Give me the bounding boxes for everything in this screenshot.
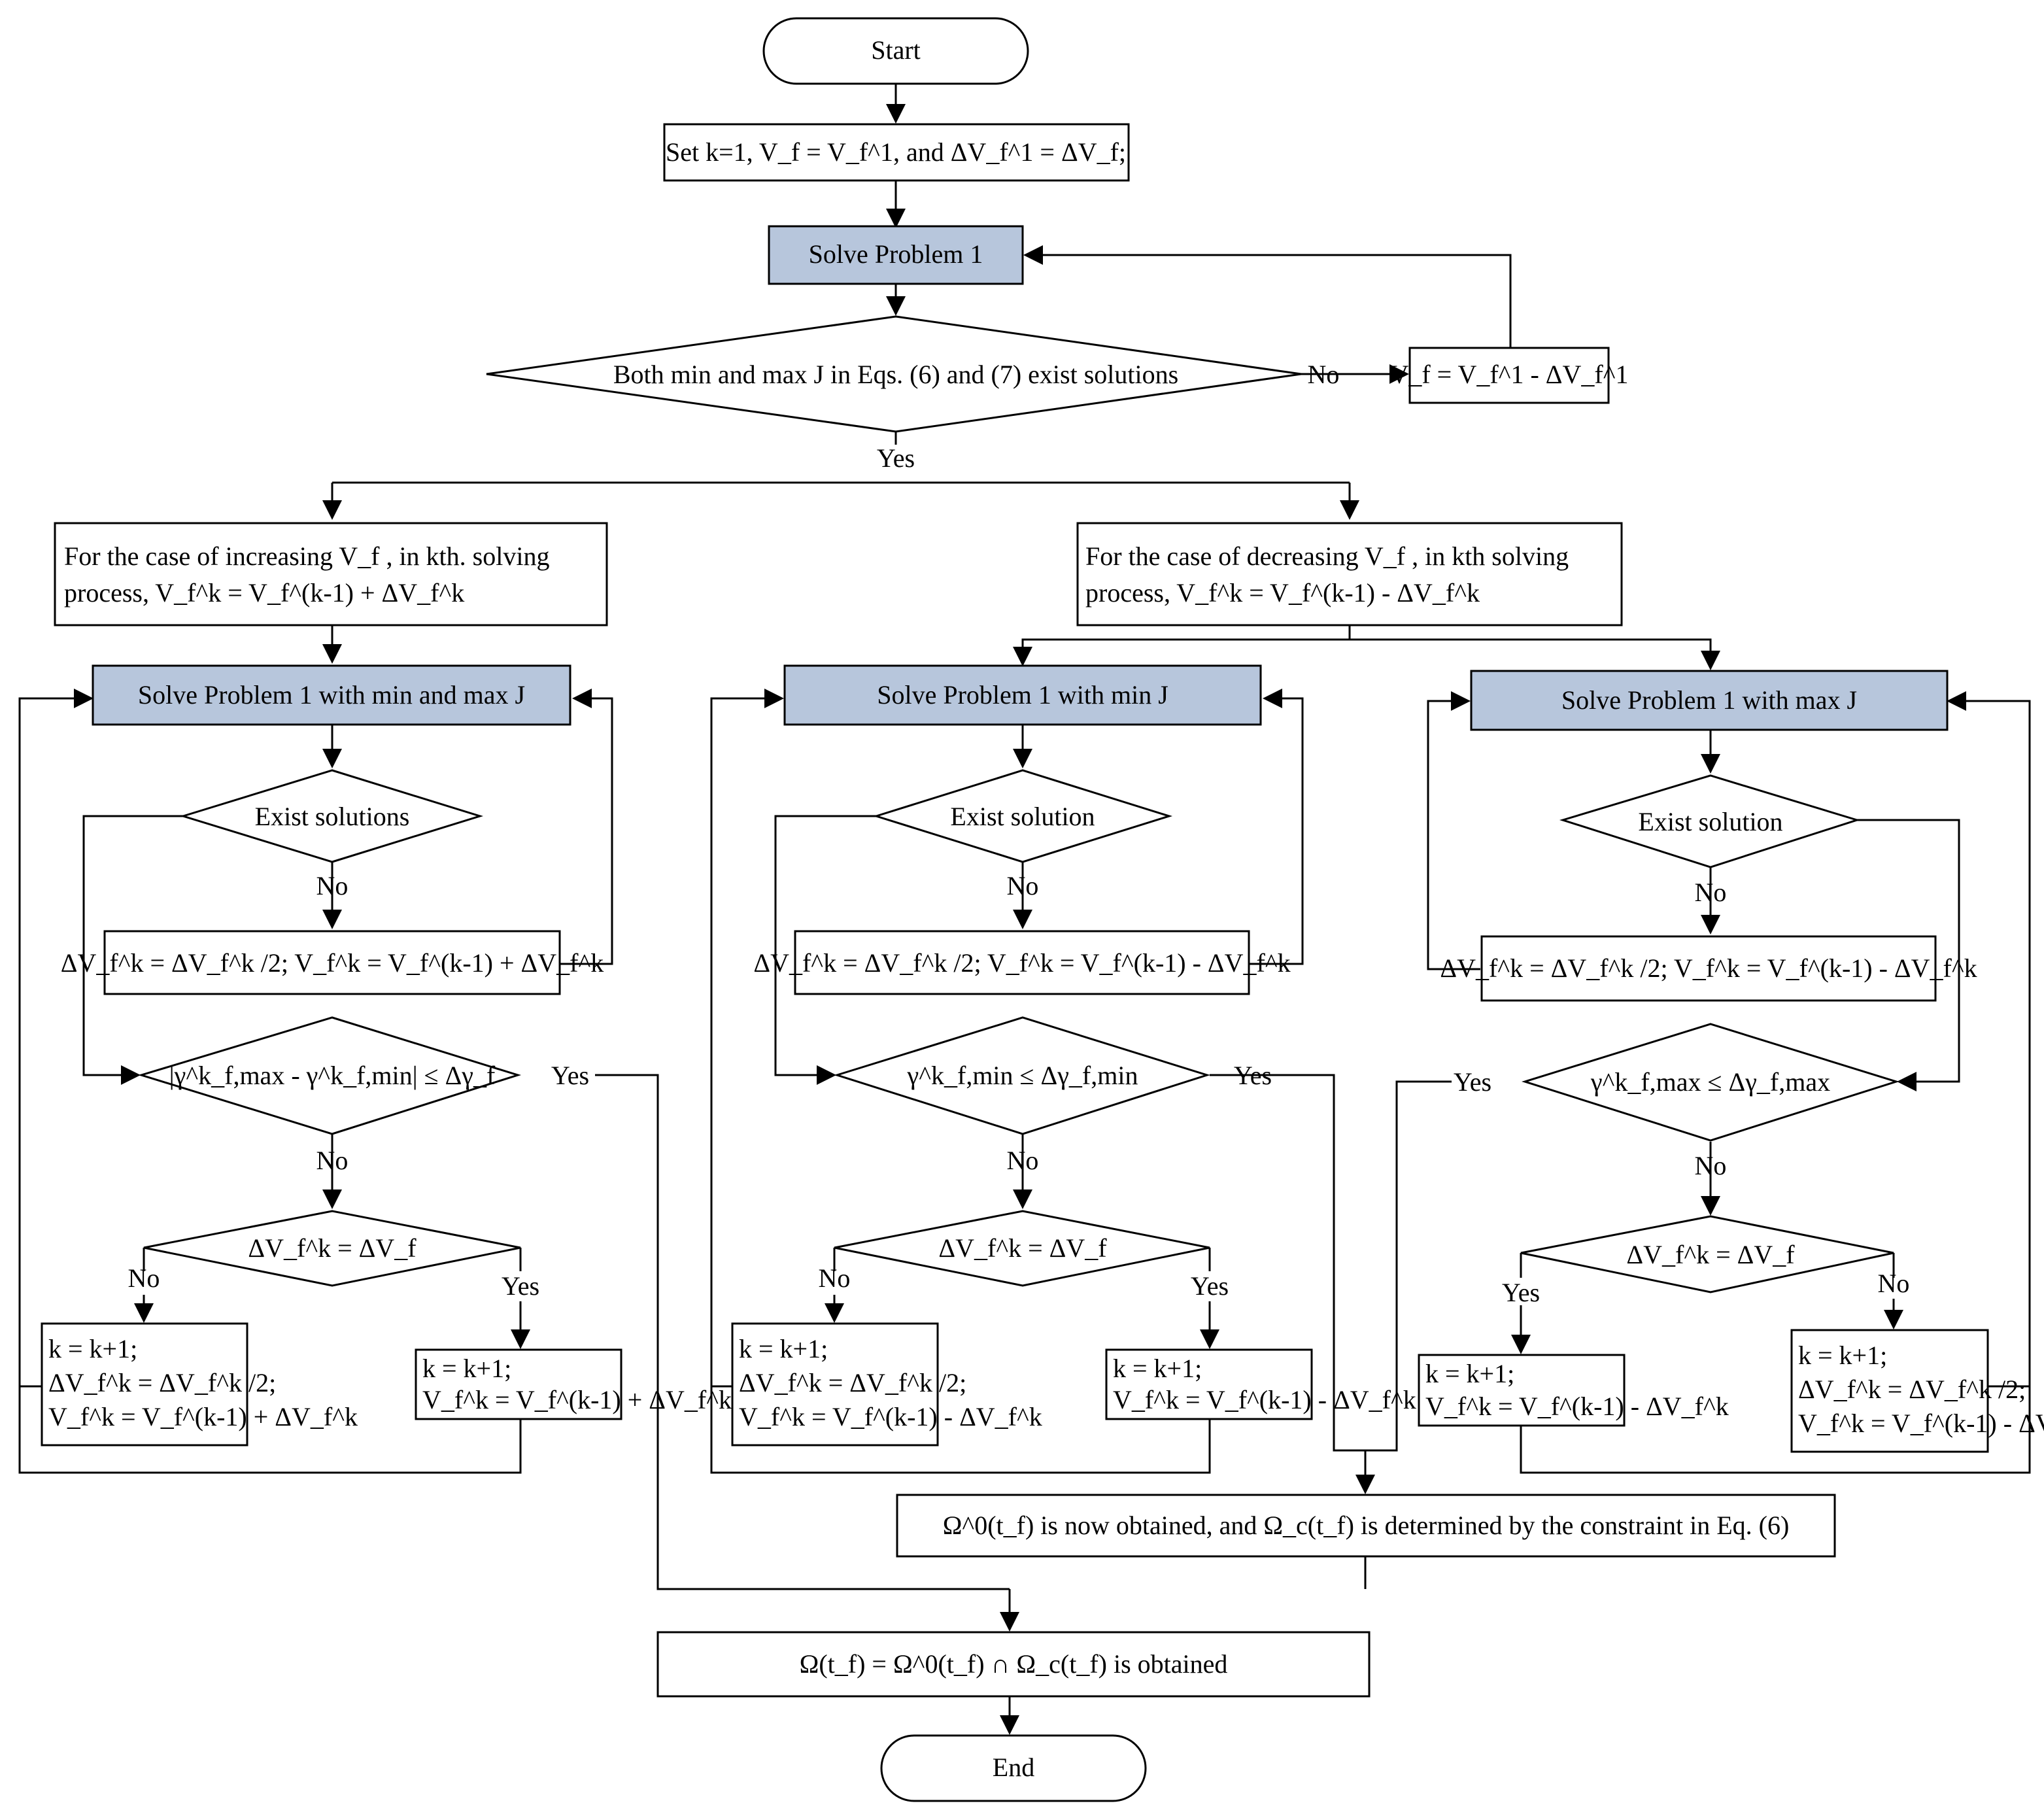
solve-problem-box: Solve Problem 1 [768, 225, 1024, 285]
reduce-vf-box: V_f = V_f^1 - ΔV_f^1 [1389, 347, 1629, 404]
dv-equal-inc-label: ΔV_f^k = ΔV_f [248, 1233, 417, 1263]
max-no-box: k = k+1; ΔV_f^k = ΔV_f^k /2; V_f^k = V_f… [1790, 1329, 2044, 1453]
inc-no-line1: k = k+1; [48, 1334, 137, 1363]
max-no-line1: k = k+1; [1798, 1341, 1887, 1370]
decreasing-case-line1: For the case of decreasing V_f , in kth … [1085, 541, 1569, 571]
no-label-left-3: No [128, 1263, 160, 1293]
dv-equal-max-label: ΔV_f^k = ΔV_f [1626, 1240, 1795, 1269]
halve-dec-max-box: ΔV_f^k = ΔV_f^k /2; V_f^k = V_f^(k-1) - … [1440, 935, 1977, 1002]
dv-equal-inc-decision: ΔV_f^k = ΔV_f [143, 1210, 521, 1287]
decreasing-case-line2: process, V_f^k = V_f^(k-1) - ΔV_f^k [1085, 578, 1480, 608]
reduce-vf-label: V_f = V_f^1 - ΔV_f^1 [1389, 360, 1628, 389]
no-label-mid-1: No [1007, 871, 1039, 900]
start-terminal: Start [762, 17, 1029, 85]
min-no-box: k = k+1; ΔV_f^k = ΔV_f^k /2; V_f^k = V_f… [731, 1322, 1042, 1446]
end-terminal: End [880, 1734, 1147, 1802]
gamma-inc-label: |γ^k_f,max - γ^k_f,min| ≤ Δγ_f [169, 1061, 496, 1090]
gamma-max-decision: γ^k_f,max ≤ Δγ_f,max [1521, 1023, 1900, 1142]
no-label-mid-3: No [819, 1263, 851, 1293]
exist-solutions-left-decision: Exist solutions [179, 769, 484, 863]
inc-no-box: k = k+1; ΔV_f^k = ΔV_f^k /2; V_f^k = V_f… [41, 1322, 358, 1446]
dv-equal-min-label: ΔV_f^k = ΔV_f [938, 1233, 1107, 1263]
omega-obtained-label: Ω^0(t_f) is now obtained, and Ω_c(t_f) i… [943, 1511, 1790, 1540]
exist-solution-min-decision: Exist solution [872, 769, 1173, 863]
gamma-max-label: γ^k_f,max ≤ Δγ_f,max [1590, 1067, 1830, 1097]
increasing-case-line1: For the case of increasing V_f , in kth.… [64, 541, 549, 571]
max-no-line3: V_f^k = V_f^(k-1) - ΔV_f^k [1798, 1409, 2044, 1438]
min-no-line3: V_f^k = V_f^(k-1) - ΔV_f^k [739, 1402, 1042, 1431]
solve-min-box: Solve Problem 1 with min J [783, 664, 1262, 726]
max-yes-line2: V_f^k = V_f^(k-1) - ΔV_f^k [1425, 1392, 1729, 1421]
no-label-right-1: No [1695, 878, 1727, 907]
exist-solutions-left-label: Exist solutions [255, 802, 410, 831]
solve-problem-label: Solve Problem 1 [809, 239, 983, 269]
yes-label-mid-1: Yes [1234, 1061, 1272, 1090]
yes-label-left-3: Yes [502, 1271, 539, 1301]
exist-solution-min-label: Exist solution [950, 802, 1095, 831]
yes-label-mid-3: Yes [1191, 1271, 1229, 1301]
min-no-line1: k = k+1; [739, 1334, 828, 1363]
min-yes-line1: k = k+1; [1113, 1354, 1202, 1383]
halve-dec-min-label: ΔV_f^k = ΔV_f^k /2; V_f^k = V_f^(k-1) - … [753, 948, 1290, 978]
yes-label-right-3: Yes [1502, 1278, 1540, 1307]
max-no-line2: ΔV_f^k = ΔV_f^k /2; [1798, 1375, 2026, 1404]
decreasing-case-box: For the case of decreasing V_f , in kth … [1076, 522, 1623, 626]
inc-yes-box: k = k+1; V_f^k = V_f^(k-1) + ΔV_f^k [415, 1348, 732, 1420]
omega-obtained-box: Ω^0(t_f) is now obtained, and Ω_c(t_f) i… [896, 1494, 1836, 1558]
connectors [18, 84, 2031, 1735]
no-label-right-3: No [1878, 1269, 1910, 1298]
final-set-box: Ω(t_f) = Ω^0(t_f) ∩ Ω_c(t_f) is obtained [656, 1631, 1371, 1698]
yes-label-left-1: Yes [551, 1061, 589, 1090]
dv-equal-min-decision: ΔV_f^k = ΔV_f [834, 1210, 1210, 1287]
min-yes-box: k = k+1; V_f^k = V_f^(k-1) - ΔV_f^k [1105, 1348, 1416, 1420]
solve-minmax-label: Solve Problem 1 with min and max J [138, 680, 525, 710]
final-set-label: Ω(t_f) = Ω^0(t_f) ∩ Ω_c(t_f) is obtained [800, 1649, 1228, 1679]
solve-min-label: Solve Problem 1 with min J [877, 680, 1168, 710]
exist-solution-max-decision: Exist solution [1559, 774, 1861, 868]
min-no-line2: ΔV_f^k = ΔV_f^k /2; [739, 1368, 966, 1397]
yes-label-top: Yes [877, 443, 915, 473]
no-label-mid-2: No [1007, 1146, 1039, 1175]
inc-no-line3: V_f^k = V_f^(k-1) + ΔV_f^k [48, 1402, 358, 1431]
gamma-min-decision: γ^k_f,min ≤ Δγ_f,min [833, 1016, 1210, 1135]
init-box: Set k=1, V_f = V_f^1, and ΔV_f^1 = ΔV_f; [663, 123, 1130, 182]
halve-dec-min-box: ΔV_f^k = ΔV_f^k /2; V_f^k = V_f^(k-1) - … [753, 930, 1291, 995]
no-label-right-2: No [1695, 1151, 1727, 1180]
end-label: End [993, 1753, 1034, 1782]
increasing-case-box: For the case of increasing V_f , in kth.… [54, 522, 608, 626]
no-label-left-1: No [316, 871, 349, 900]
no-label-top: No [1308, 360, 1340, 389]
halve-inc-label: ΔV_f^k = ΔV_f^k /2; V_f^k = V_f^(k-1) + … [61, 948, 604, 978]
gamma-inc-decision: |γ^k_f,max - γ^k_f,min| ≤ Δγ_f [137, 1016, 522, 1135]
max-yes-line1: k = k+1; [1425, 1359, 1514, 1388]
inc-yes-line1: k = k+1; [422, 1354, 511, 1383]
yes-label-right-1: Yes [1454, 1067, 1491, 1097]
exist-solutions-question: Both min and max J in Eqs. (6) and (7) e… [613, 360, 1178, 389]
exist-solution-max-label: Exist solution [1638, 807, 1782, 836]
solve-minmax-box: Solve Problem 1 with min and max J [92, 664, 571, 726]
halve-inc-box: ΔV_f^k = ΔV_f^k /2; V_f^k = V_f^(k-1) + … [61, 930, 604, 995]
init-label: Set k=1, V_f = V_f^1, and ΔV_f^1 = ΔV_f; [666, 137, 1126, 167]
increasing-case-line2: process, V_f^k = V_f^(k-1) + ΔV_f^k [64, 578, 464, 608]
exist-solutions-decision: Both min and max J in Eqs. (6) and (7) e… [486, 315, 1302, 433]
start-label: Start [871, 35, 921, 65]
solve-max-box: Solve Problem 1 with max J [1470, 670, 1949, 731]
gamma-min-label: γ^k_f,min ≤ Δγ_f,min [907, 1061, 1138, 1090]
inc-yes-line2: V_f^k = V_f^(k-1) + ΔV_f^k [422, 1385, 732, 1414]
inc-no-line2: ΔV_f^k = ΔV_f^k /2; [48, 1368, 276, 1397]
max-yes-box: k = k+1; V_f^k = V_f^(k-1) - ΔV_f^k [1418, 1354, 1729, 1427]
min-yes-line2: V_f^k = V_f^(k-1) - ΔV_f^k [1113, 1385, 1416, 1414]
halve-dec-max-label: ΔV_f^k = ΔV_f^k /2; V_f^k = V_f^(k-1) - … [1440, 953, 1977, 983]
no-label-left-2: No [316, 1146, 349, 1175]
dv-equal-max-decision: ΔV_f^k = ΔV_f [1520, 1215, 1894, 1293]
solve-max-label: Solve Problem 1 with max J [1561, 685, 1857, 715]
